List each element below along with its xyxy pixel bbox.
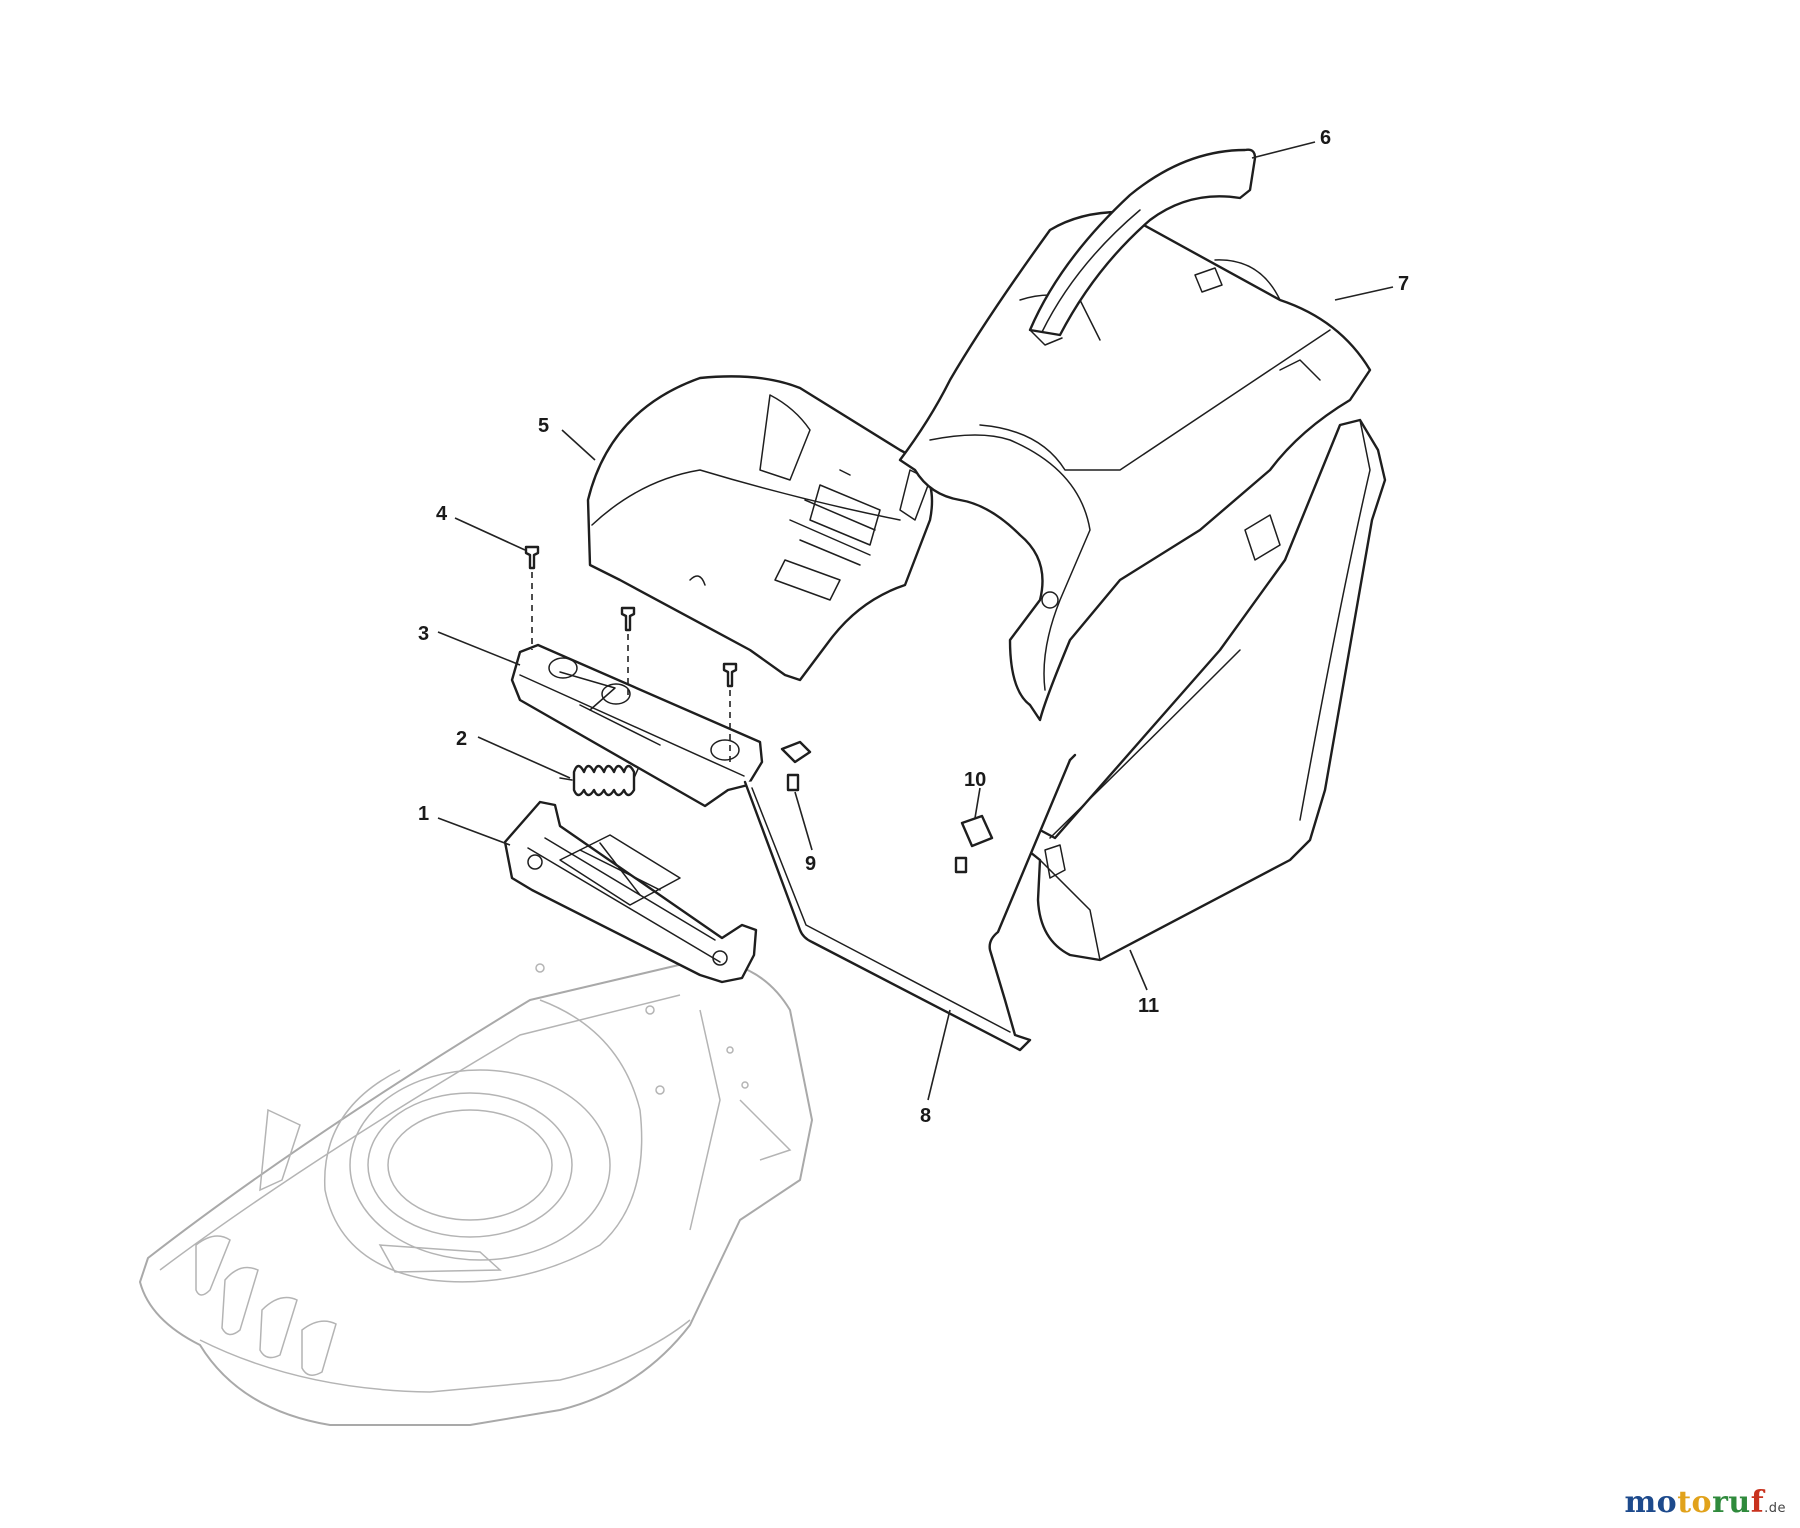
- part-6-handle: [1028, 148, 1257, 346]
- callout-10: 10: [964, 769, 986, 791]
- callout-9: 9: [805, 853, 816, 875]
- watermark-part-1: mo: [1624, 1485, 1678, 1520]
- callouts: 1 2 3 4 5 6 7 8 9 10 11: [418, 127, 1409, 1127]
- callout-7: 7: [1398, 273, 1409, 295]
- watermark-part-4: f: [1750, 1485, 1765, 1520]
- callout-8: 8: [920, 1105, 931, 1127]
- watermark-part-3: ru: [1712, 1485, 1751, 1520]
- part-8-frame: [743, 753, 1077, 1052]
- part-4-screws: [524, 545, 738, 765]
- callout-1: 1: [418, 803, 429, 825]
- leader-lines: [437, 141, 1394, 1101]
- brand-watermark: motoruf.de: [1624, 1485, 1786, 1520]
- part-1-bracket: [503, 800, 758, 984]
- part-11-bag-body: [1013, 418, 1387, 962]
- part-9-fitting: [780, 740, 812, 792]
- callout-2: 2: [456, 728, 467, 750]
- part-10-fitting: [954, 814, 994, 874]
- watermark-part-2: to: [1677, 1485, 1713, 1520]
- callout-11: 11: [1138, 995, 1159, 1017]
- callout-6: 6: [1320, 127, 1331, 149]
- part-5-cover: [586, 375, 934, 682]
- mower-deck: [139, 959, 813, 1426]
- part-7-bag-top: [898, 210, 1372, 722]
- watermark-tld: .de: [1764, 1501, 1786, 1516]
- callout-5: 5: [538, 415, 549, 437]
- part-3-flap: [510, 643, 764, 808]
- callout-3: 3: [418, 623, 429, 645]
- callout-4: 4: [436, 503, 448, 525]
